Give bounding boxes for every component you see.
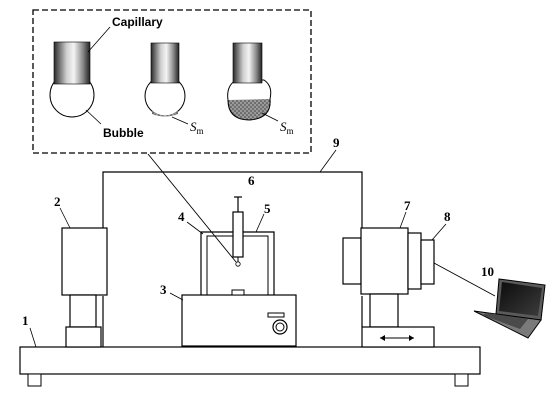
- sm-subscript-1: m: [197, 126, 204, 136]
- camera-front-lens: [342, 237, 362, 285]
- bubble-label: Bubble: [103, 126, 144, 140]
- leader-4: [186, 221, 204, 235]
- part-number-9: 9: [333, 135, 340, 150]
- contact-area-large: [228, 96, 271, 120]
- bubble-leader: [85, 109, 102, 125]
- syringe-bubble: [235, 261, 241, 267]
- inset-pointer-line: [147, 153, 237, 263]
- stage-display: [267, 312, 285, 318]
- capillary-tube: [232, 42, 263, 84]
- part-number-10: 10: [481, 264, 494, 279]
- light-source-post: [69, 294, 97, 328]
- light-source-2: [61, 227, 108, 348]
- data-cable: [433, 262, 496, 297]
- base-plate: [19, 346, 481, 375]
- sm-symbol-2: S: [280, 119, 287, 134]
- base-platform-1: [19, 346, 481, 387]
- slide-arrow-left-head: [380, 335, 385, 341]
- leader-2: [59, 207, 71, 229]
- part-number-8: 8: [444, 209, 451, 224]
- syringe-barrel: [232, 211, 244, 258]
- part-number-1: 1: [22, 313, 29, 328]
- part-number-4: 4: [178, 209, 185, 224]
- inset-panel: Capillary Bubble Sm Sm: [32, 9, 312, 154]
- capillary-tube: [150, 42, 180, 84]
- leader-3: [169, 292, 184, 301]
- part-number-2: 2: [54, 194, 61, 209]
- syringe-6: [232, 196, 244, 267]
- capillary-tube: [53, 41, 91, 85]
- sm-label-2: Sm: [280, 119, 294, 136]
- camera-ring: [407, 232, 422, 290]
- sm-leader-1: [171, 116, 189, 125]
- laptop-keyboard: [482, 313, 528, 329]
- camera-slide-base: [361, 326, 435, 348]
- light-source-base: [65, 326, 102, 348]
- sm-label-1: Sm: [190, 119, 204, 136]
- part-number-5: 5: [264, 201, 271, 216]
- inset-bubble-2: [144, 42, 186, 117]
- sm-subscript-2: m: [287, 126, 294, 136]
- part-number-6: 6: [248, 173, 255, 188]
- bubble-bottom: [227, 98, 271, 121]
- sample-holder: [231, 289, 245, 296]
- light-source-housing: [61, 227, 108, 296]
- inset-border: [32, 9, 312, 154]
- sm-symbol-1: S: [190, 119, 197, 134]
- slide-arrow-right-head: [409, 335, 414, 341]
- base-foot-right: [454, 373, 469, 387]
- sm-leader-2: [261, 112, 279, 122]
- laptop-10: [473, 278, 546, 339]
- stage-knob-inner: [275, 322, 285, 332]
- camera-rear-8: [420, 239, 435, 285]
- part-number-7: 7: [404, 198, 411, 213]
- frame-9: [102, 171, 363, 237]
- base-foot-left: [27, 373, 42, 387]
- stage-3: [181, 289, 297, 347]
- capillary-leader: [87, 26, 111, 53]
- part-number-3: 3: [160, 282, 167, 297]
- inset-bubble-1: [49, 41, 95, 118]
- leader-9: [319, 149, 337, 173]
- camera-body: [360, 227, 409, 295]
- inset-bubble-3: [227, 42, 272, 121]
- leader-5: [255, 213, 265, 233]
- camera-7: [342, 227, 435, 348]
- contact-area-small: [152, 111, 178, 117]
- leader-7: [399, 211, 407, 229]
- camera-post: [369, 293, 399, 328]
- leader-1: [29, 327, 37, 348]
- capillary-label: Capillary: [112, 15, 163, 29]
- laptop-screen: [499, 282, 542, 316]
- leader-8: [431, 223, 447, 241]
